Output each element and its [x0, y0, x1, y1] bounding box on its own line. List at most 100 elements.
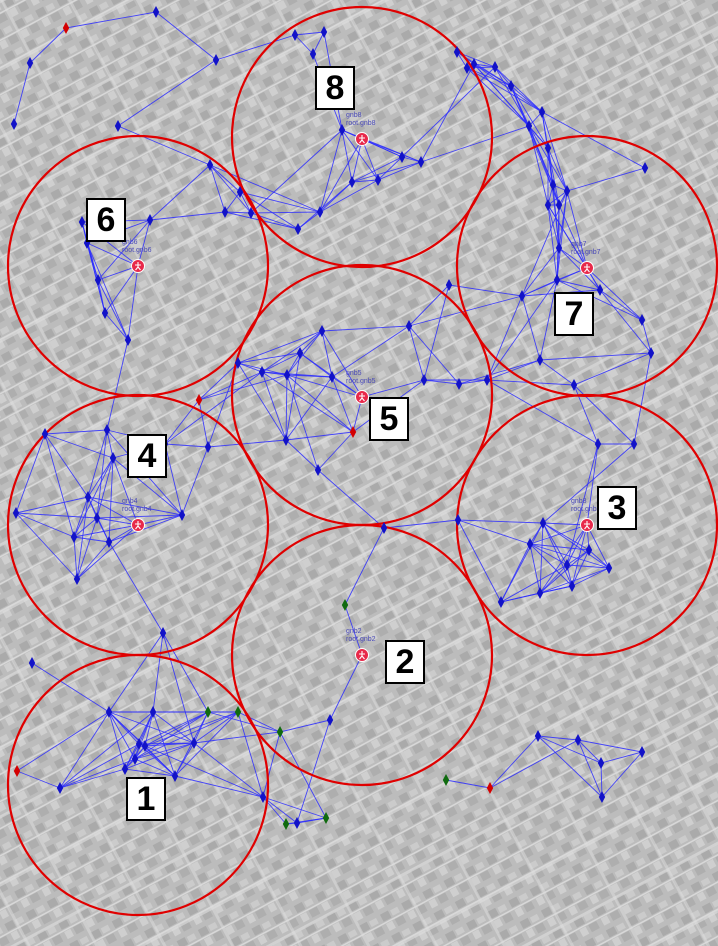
- diamond-node-icon[interactable]: [486, 782, 494, 794]
- diamond-node-icon[interactable]: [221, 206, 229, 218]
- diamond-node-icon[interactable]: [141, 740, 149, 752]
- diamond-node-icon[interactable]: [326, 714, 334, 726]
- diamond-node-icon[interactable]: [470, 58, 478, 70]
- diamond-node-icon[interactable]: [518, 290, 526, 302]
- diamond-node-icon[interactable]: [247, 207, 255, 219]
- diamond-node-icon[interactable]: [105, 706, 113, 718]
- diamond-node-icon[interactable]: [103, 424, 111, 436]
- diamond-node-icon[interactable]: [109, 452, 117, 464]
- diamond-node-icon[interactable]: [483, 374, 491, 386]
- diamond-node-icon[interactable]: [544, 142, 552, 154]
- diamond-node-icon[interactable]: [585, 544, 593, 556]
- diamond-node-icon[interactable]: [195, 394, 203, 406]
- diamond-node-icon[interactable]: [282, 434, 290, 446]
- diamond-node-icon[interactable]: [12, 507, 20, 519]
- diamond-node-icon[interactable]: [453, 46, 461, 58]
- diamond-node-icon[interactable]: [507, 80, 515, 92]
- diamond-node-icon[interactable]: [563, 185, 571, 197]
- diamond-node-icon[interactable]: [539, 517, 547, 529]
- diamond-node-icon[interactable]: [630, 438, 638, 450]
- diamond-node-icon[interactable]: [491, 61, 499, 73]
- diamond-node-icon[interactable]: [322, 812, 330, 824]
- diamond-node-icon[interactable]: [73, 573, 81, 585]
- diamond-node-icon[interactable]: [135, 738, 143, 750]
- diamond-node-icon[interactable]: [234, 357, 242, 369]
- diamond-node-icon[interactable]: [398, 151, 406, 163]
- diamond-node-icon[interactable]: [605, 562, 613, 574]
- diamond-node-icon[interactable]: [497, 596, 505, 608]
- diamond-node-icon[interactable]: [316, 206, 324, 218]
- diamond-node-icon[interactable]: [526, 538, 534, 550]
- diamond-node-icon[interactable]: [555, 199, 563, 211]
- diamond-node-icon[interactable]: [171, 770, 179, 782]
- diamond-node-icon[interactable]: [283, 369, 291, 381]
- diamond-node-icon[interactable]: [641, 162, 649, 174]
- diamond-node-icon[interactable]: [152, 6, 160, 18]
- diamond-node-icon[interactable]: [538, 106, 546, 118]
- diamond-node-icon[interactable]: [596, 284, 604, 296]
- diamond-node-icon[interactable]: [525, 120, 533, 132]
- diamond-node-icon[interactable]: [94, 274, 102, 286]
- diamond-node-icon[interactable]: [455, 378, 463, 390]
- diamond-node-icon[interactable]: [294, 223, 302, 235]
- diamond-node-icon[interactable]: [26, 57, 34, 69]
- diamond-node-icon[interactable]: [159, 627, 167, 639]
- diamond-node-icon[interactable]: [204, 441, 212, 453]
- diamond-node-icon[interactable]: [328, 371, 336, 383]
- diamond-node-icon[interactable]: [318, 325, 326, 337]
- diamond-node-icon[interactable]: [442, 774, 450, 786]
- diamond-node-icon[interactable]: [380, 522, 388, 534]
- diamond-node-icon[interactable]: [212, 54, 220, 66]
- diamond-node-icon[interactable]: [105, 536, 113, 548]
- diamond-node-icon[interactable]: [131, 753, 139, 765]
- diamond-node-icon[interactable]: [293, 817, 301, 829]
- diamond-node-icon[interactable]: [13, 765, 21, 777]
- diamond-node-icon[interactable]: [338, 124, 346, 136]
- diamond-node-icon[interactable]: [70, 531, 78, 543]
- diamond-node-icon[interactable]: [374, 174, 382, 186]
- diamond-node-icon[interactable]: [190, 737, 198, 749]
- diamond-node-icon[interactable]: [234, 706, 242, 718]
- diamond-node-icon[interactable]: [594, 438, 602, 450]
- diamond-node-icon[interactable]: [309, 48, 317, 60]
- diamond-node-icon[interactable]: [597, 757, 605, 769]
- diamond-node-icon[interactable]: [178, 509, 186, 521]
- diamond-node-icon[interactable]: [10, 118, 18, 130]
- diamond-node-icon[interactable]: [568, 580, 576, 592]
- diamond-node-icon[interactable]: [101, 307, 109, 319]
- diamond-node-icon[interactable]: [348, 176, 356, 188]
- diamond-node-icon[interactable]: [555, 242, 563, 254]
- diamond-node-icon[interactable]: [417, 156, 425, 168]
- diamond-node-icon[interactable]: [206, 159, 214, 171]
- diamond-node-icon[interactable]: [405, 320, 413, 332]
- diamond-node-icon[interactable]: [544, 199, 552, 211]
- diamond-node-icon[interactable]: [124, 334, 132, 346]
- diamond-node-icon[interactable]: [563, 559, 571, 571]
- diamond-node-icon[interactable]: [534, 730, 542, 742]
- diamond-node-icon[interactable]: [146, 214, 154, 226]
- diamond-node-icon[interactable]: [56, 782, 64, 794]
- diamond-node-icon[interactable]: [276, 726, 284, 738]
- diamond-node-icon[interactable]: [258, 366, 266, 378]
- diamond-node-icon[interactable]: [149, 706, 157, 718]
- diamond-node-icon[interactable]: [204, 706, 212, 718]
- diamond-node-icon[interactable]: [93, 512, 101, 524]
- diamond-node-icon[interactable]: [570, 379, 578, 391]
- diamond-node-icon[interactable]: [536, 354, 544, 366]
- diamond-node-icon[interactable]: [320, 26, 328, 38]
- diamond-node-icon[interactable]: [236, 186, 244, 198]
- diamond-node-icon[interactable]: [296, 347, 304, 359]
- diamond-node-icon[interactable]: [420, 374, 428, 386]
- diamond-node-icon[interactable]: [647, 347, 655, 359]
- diamond-node-icon[interactable]: [638, 314, 646, 326]
- diamond-node-icon[interactable]: [341, 599, 349, 611]
- diamond-node-icon[interactable]: [349, 426, 357, 438]
- diamond-node-icon[interactable]: [536, 587, 544, 599]
